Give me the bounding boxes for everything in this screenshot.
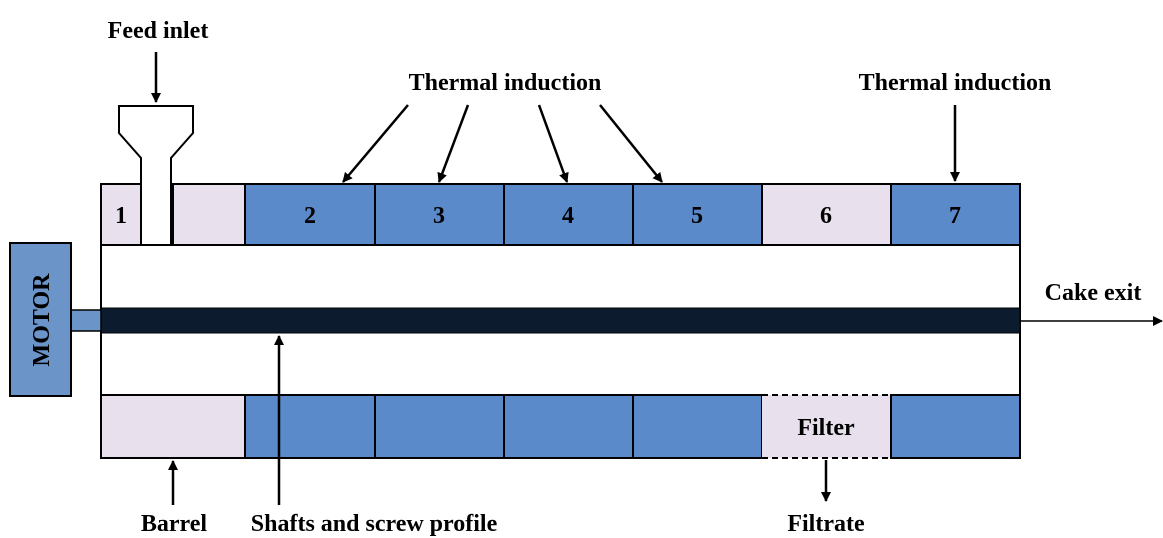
motor: MOTOR xyxy=(9,242,72,397)
thermal-arrow-5 xyxy=(599,104,663,183)
zone-5-label: 5 xyxy=(691,203,703,229)
barrel-label: Barrel xyxy=(141,511,208,537)
zone-3-label: 3 xyxy=(433,203,445,229)
thermal-arrow-4 xyxy=(537,104,569,183)
bottom-zones: Filter xyxy=(100,394,1021,459)
arrows xyxy=(151,52,1163,505)
zone-2-label: 2 xyxy=(304,203,316,229)
filter-zone: Filter xyxy=(762,394,891,459)
feed-hopper xyxy=(118,105,194,246)
zone-4-label: 4 xyxy=(562,203,574,229)
bottom-zone-5 xyxy=(632,394,763,459)
zone-7-block xyxy=(890,183,1021,246)
thermal-induction-label-right: Thermal induction xyxy=(859,70,1052,96)
shaft xyxy=(100,307,1021,334)
thermal-induction-label-left: Thermal induction xyxy=(409,70,602,96)
filtrate-label: Filtrate xyxy=(787,511,865,537)
zone-1b-block xyxy=(172,183,246,246)
bottom-zone-2 xyxy=(244,394,376,459)
bottom-zone-7 xyxy=(890,394,1021,459)
zone-1-block xyxy=(100,183,142,246)
bottom-zone-3 xyxy=(374,394,505,459)
zone-7-label: 7 xyxy=(949,203,961,229)
zone-3-block xyxy=(374,183,505,246)
shafts-label: Shafts and screw profile xyxy=(251,511,498,537)
top-zones: 1 2 3 4 5 6 7 xyxy=(100,183,1021,246)
cake-exit-label: Cake exit xyxy=(1045,280,1142,306)
motor-label: MOTOR xyxy=(29,273,55,367)
zone-6-label: 6 xyxy=(820,203,832,229)
feed-inlet-label: Feed inlet xyxy=(108,18,209,44)
zone-1-label: 1 xyxy=(115,203,127,229)
zone-6-block xyxy=(761,183,892,246)
filter-label: Filter xyxy=(797,415,855,441)
thermal-arrow-2 xyxy=(342,104,409,183)
motor-block xyxy=(9,242,72,397)
shaft-coupling xyxy=(70,309,102,332)
bottom-zone-1 xyxy=(100,394,246,459)
thermal-arrow-3 xyxy=(437,104,470,183)
zone-5-block xyxy=(632,183,763,246)
zone-2-block xyxy=(244,183,376,246)
bottom-zone-4 xyxy=(503,394,634,459)
